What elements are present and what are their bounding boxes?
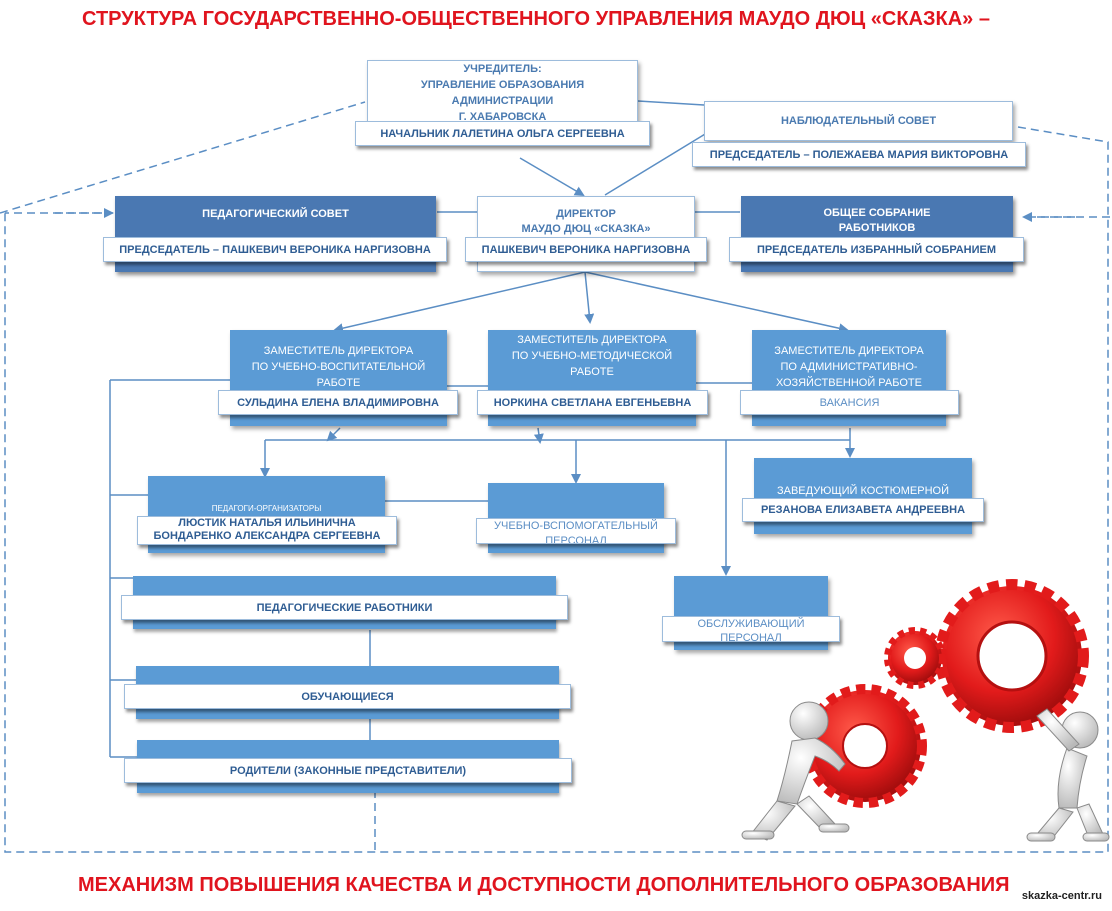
teachers-label: ПЕДАГОГИЧЕСКИЕ РАБОТНИКИ	[121, 595, 568, 620]
founder-box: УЧРЕДИТЕЛЬ: УПРАВЛЕНИЕ ОБРАЗОВАНИЯ АДМИН…	[367, 60, 638, 123]
deputy-educational-label: СУЛЬДИНА ЕЛЕНА ВЛАДИМИРОВНА	[218, 390, 458, 415]
students-label: ОБУЧАЮЩИЕСЯ	[124, 684, 571, 709]
general-meeting-label: ПРЕДСЕДАТЕЛЬ ИЗБРАННЫЙ СОБРАНИЕМ	[729, 237, 1024, 262]
supervisory-board-box: НАБЛЮДАТЕЛЬНЫЙ СОВЕТ	[704, 101, 1013, 141]
deputy-methodical-label: НОРКИНА СВЕТЛАНА ЕВГЕНЬЕВНА	[477, 390, 708, 415]
organizers-label: ЛЮСТИК НАТАЛЬЯ ИЛЬИНИЧНА БОНДАРЕНКО АЛЕК…	[137, 516, 397, 545]
watermark: skazka-centr.ru	[1021, 890, 1102, 902]
people-pushing-gears-icon	[741, 579, 1110, 842]
bottom-title: МЕХАНИЗМ ПОВЫШЕНИЯ КАЧЕСТВА И ДОСТУПНОСТ…	[78, 874, 1010, 896]
page-title: СТРУКТУРА ГОСУДАРСТВЕННО-ОБЩЕСТВЕННОГО У…	[82, 8, 990, 30]
founder-head-label: НАЧАЛЬНИК ЛАЛЕТИНА ОЛЬГА СЕРГЕЕВНА	[355, 121, 650, 146]
deputy-admin-label: ВАКАНСИЯ	[740, 390, 959, 415]
director-label: ПАШКЕВИЧ ВЕРОНИКА НАРГИЗОВНА	[465, 237, 707, 262]
costume-box: ЗАВЕДУЮЩИЙ КОСТЮМЕРНОЙ	[754, 458, 972, 534]
organizers-title: ПЕДАГОГИ-ОРГАНИЗАТОРЫ	[211, 504, 322, 513]
pedagogical-council-label: ПРЕДСЕДАТЕЛЬ – ПАШКЕВИЧ ВЕРОНИКА НАРГИЗО…	[103, 237, 447, 262]
parents-label: РОДИТЕЛИ (ЗАКОННЫЕ ПРЕДСТАВИТЕЛИ)	[124, 758, 572, 783]
costume-label: РЕЗАНОВА ЕЛИЗАВЕТА АНДРЕЕВНА	[742, 498, 984, 522]
support-staff-label: УЧЕБНО-ВСПОМОГАТЕЛЬНЫЙ ПЕРСОНАЛ	[476, 518, 676, 544]
service-staff-label: ОБСЛУЖИВАЮЩИЙ ПЕРСОНАЛ	[662, 616, 840, 642]
supervisory-board-label: ПРЕДСЕДАТЕЛЬ – ПОЛЕЖАЕВА МАРИЯ ВИКТОРОВН…	[692, 142, 1026, 167]
